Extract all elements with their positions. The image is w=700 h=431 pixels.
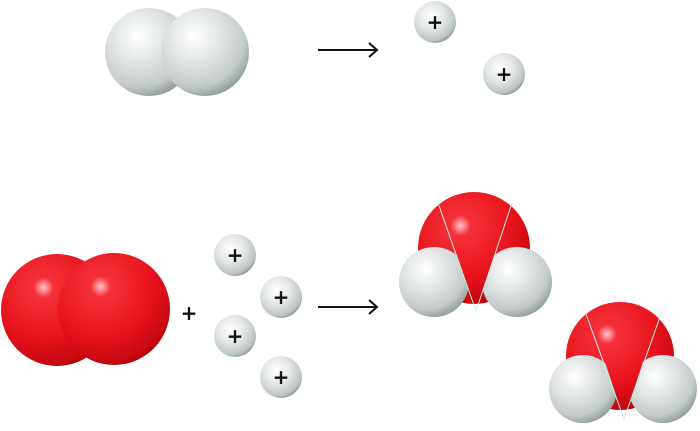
hydrogen-atom [629, 355, 697, 423]
reaction-arrow-2 [318, 299, 379, 315]
plus-operator: + [181, 301, 198, 325]
plus-charge-icon: + [227, 243, 244, 267]
plus-charge-icon: + [273, 365, 290, 389]
plus-charge-icon: + [273, 285, 290, 309]
proton: + [260, 276, 302, 318]
water-molecule [399, 192, 552, 317]
o2-molecule [1, 253, 170, 366]
hydrogen-atom [399, 247, 469, 317]
plus-charge-icon: + [496, 62, 513, 86]
water-molecule [549, 302, 697, 423]
reaction-arrow-1 [318, 42, 379, 58]
oxygen-atom [58, 253, 170, 365]
proton: + [214, 234, 256, 276]
hydrogen-atom [161, 8, 249, 96]
proton: + [214, 315, 256, 357]
plus-charge-icon: + [427, 10, 444, 34]
h2-molecule [105, 8, 249, 96]
plus-charge-icon: + [227, 324, 244, 348]
hydrogen-atom [482, 247, 552, 317]
proton: + [414, 1, 456, 43]
proton: + [260, 356, 302, 398]
hydrogen-atom [549, 355, 617, 423]
proton: + [483, 53, 525, 95]
